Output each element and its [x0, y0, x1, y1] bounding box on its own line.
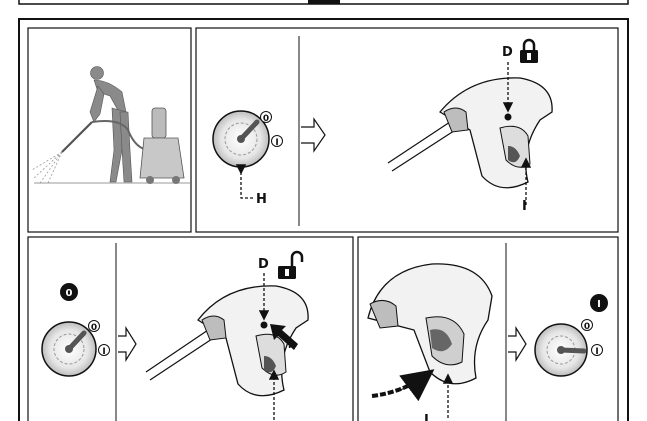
switch-on-mark: I: [102, 347, 105, 357]
panel-unlock-step: 0 0 I II D: [28, 237, 353, 421]
detent-label: D: [502, 45, 513, 60]
switch-off-mark: 0: [263, 114, 269, 124]
trigger-label: I: [424, 413, 429, 421]
panel-operator: [28, 28, 191, 232]
panel-activate-step: I I 0 I: [358, 237, 618, 421]
switch-off-mark: 0: [584, 322, 590, 332]
top-strip: [19, 0, 628, 4]
push-arrow-label: II: [288, 341, 295, 351]
power-switch-dial: [42, 322, 96, 376]
step-badge-off: 0: [66, 288, 73, 299]
step-badge-on: I: [597, 299, 601, 310]
trigger-label: I: [522, 199, 527, 214]
power-switch-dial: [535, 324, 587, 376]
panel-lock-step: 0 I H D I: [196, 28, 618, 232]
detent-label: D: [258, 257, 269, 272]
switch-on-mark: I: [275, 138, 278, 148]
handle-label: H: [256, 192, 267, 207]
switch-off-mark: 0: [91, 323, 97, 333]
switch-on-mark: I: [595, 347, 598, 357]
